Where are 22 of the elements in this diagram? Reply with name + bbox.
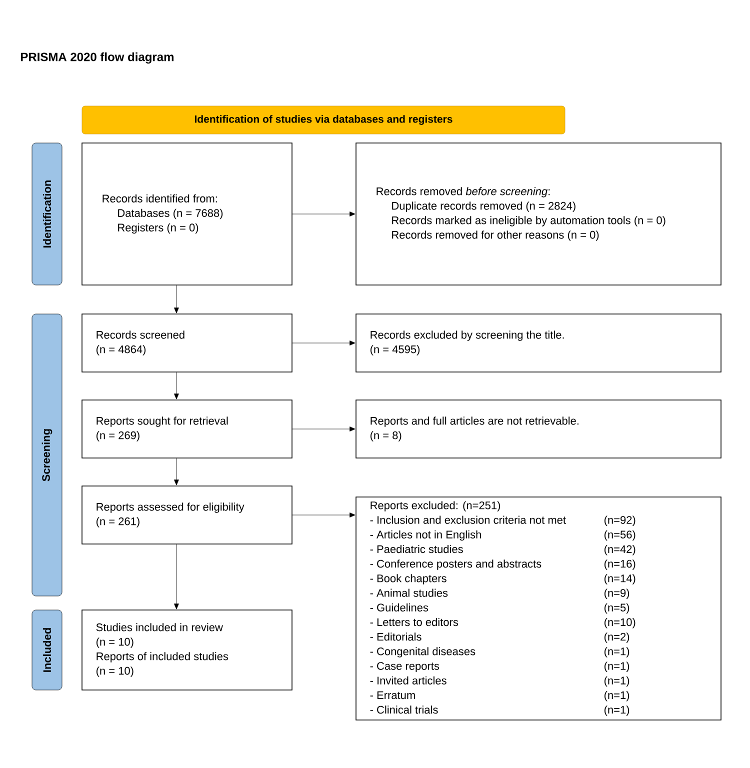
phase-band: Identification: [32, 142, 62, 286]
process-box: Records screened (n = 4864): [82, 314, 292, 372]
process-box: Reports sought for retrieval (n = 269): [82, 400, 292, 458]
arrow: [292, 340, 356, 346]
exclusion-box: Reports excluded: (n=251) - Inclusion and exclusion criteria not met (n=92) - Articles not in English (n=56) - Paediatric studies (n=42) - Conference posters and abstracts (n=16) - Book chapters (n=14) - Animal studies (n=9) - Guidelines (n=5) - Letters to editors (n=10) - Editorials (n=2) - Congenital diseases (n=1) - Case reports (n=1) - Invited articles (n=1) - Erratum (n=1) - Clinical trials (n=1): [356, 496, 722, 720]
arrow: [292, 426, 356, 432]
arrow: [174, 285, 179, 314]
arrow: [292, 512, 356, 518]
arrow: [174, 458, 179, 486]
arrow: [292, 212, 356, 216]
process-box: Reports and full articles are not retrievable. (n = 8): [356, 400, 722, 458]
process-box: Records excluded by screening the title. (n = 4595): [356, 314, 722, 372]
process-box: Records identified from: Databases (n = 7688) Registers (n = 0): [82, 142, 292, 286]
process-box: Reports assessed for eligibility (n = 261): [82, 486, 292, 544]
process-box: Records removed before screening: Duplicate records removed (n = 2824) Records marked as ineligible by automation tools (n = 0) Records removed for other reasons (n = 0): [356, 142, 722, 286]
arrow: [174, 544, 179, 610]
section-header: Identification of studies via databases and registers: [82, 106, 566, 134]
arrow: [174, 372, 179, 400]
phase-band: Included: [32, 610, 62, 690]
process-box: Studies included in review (n = 10) Reports of included studies (n = 10): [82, 610, 292, 690]
title: PRISMA 2020 flow diagram: [21, 52, 174, 64]
phase-band: Screening: [32, 314, 62, 596]
